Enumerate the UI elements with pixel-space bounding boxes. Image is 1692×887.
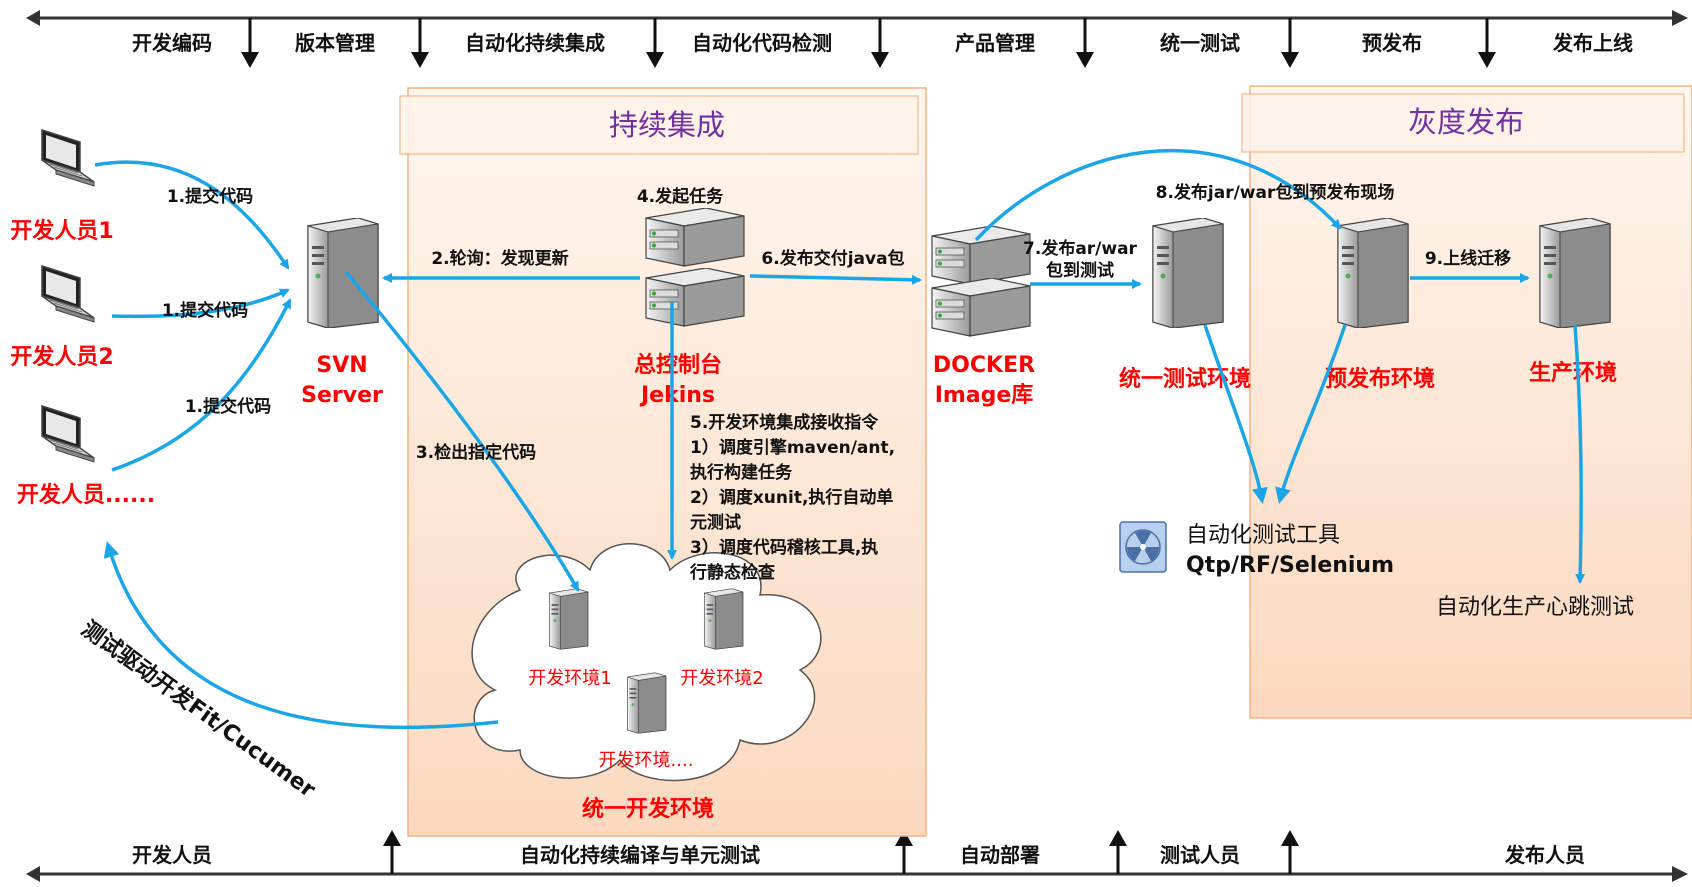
stage-label-product: 产品管理: [955, 31, 1035, 55]
dev2-label: 开发人员2: [10, 344, 113, 370]
bottom-divider-arrow-1: [383, 830, 401, 846]
instruction-line-2: 1）调度引擎maven/ant,: [690, 437, 895, 458]
laptop-icon-dev2: [41, 265, 95, 323]
jenkins-label-2: Jekins: [639, 383, 715, 408]
bottom-divider-arrow-3: [1109, 830, 1127, 846]
laptop-icon-devn: [41, 405, 95, 463]
bottom-role-dividers: [383, 830, 1299, 874]
top-divider-arrow-4: [871, 52, 889, 68]
pre-env-to-tool-arrow: [1275, 324, 1347, 504]
stage-label-test: 统一测试: [1160, 31, 1240, 55]
prod-env-server-icon: [1539, 218, 1611, 328]
commit-arrow-3: [111, 298, 292, 472]
pre-env-label: 预发布环境: [1325, 366, 1435, 392]
svn-server-icon: [307, 218, 379, 328]
role-label-tester: 测试人员: [1160, 843, 1240, 867]
checkout-arrow: [344, 270, 580, 592]
role-label-deploy: 自动部署: [960, 843, 1040, 867]
test-env-label: 统一测试环境: [1119, 366, 1251, 392]
checkout-label: 3.检出指定代码: [416, 442, 536, 463]
jenkins-label-1: 总控制台: [634, 352, 722, 378]
pre-env-server-icon: [1337, 218, 1409, 328]
prod-to-heartbeat-arrow: [1573, 324, 1586, 584]
top-axis-left-arrow: [26, 10, 40, 26]
go-live-label: 9.上线迁移: [1425, 248, 1511, 269]
publish-test-label-1: 7.发布ar/war: [1023, 238, 1138, 259]
devn-label: 开发人员......: [17, 482, 155, 508]
instruction-line-6: 3）调度代码稽核工具,执: [690, 537, 878, 558]
stage-label-code-check: 自动化代码检测: [692, 31, 832, 55]
ci-zone-title: 持续集成: [609, 108, 725, 142]
top-divider-arrow-5: [1076, 52, 1094, 68]
top-stage-dividers: [241, 18, 1496, 68]
bottom-divider-arrow-4: [1281, 830, 1299, 846]
commit-label-1: 1.提交代码: [167, 186, 253, 207]
auto-test-tool-label: 自动化测试工具: [1186, 523, 1340, 548]
docker-server-icon-bottom: [931, 278, 1031, 337]
stage-label-prerelease: 预发布: [1362, 31, 1422, 55]
heartbeat-test-label: 自动化生产心跳测试: [1436, 595, 1634, 620]
stage-label-ci: 自动化持续集成: [465, 31, 605, 55]
instruction-line-3: 执行构建任务: [690, 462, 793, 483]
commit-label-2: 1.提交代码: [162, 300, 248, 321]
instruction-line-7: 行静态检查: [689, 562, 776, 583]
unified-dev-env-label: 统一开发环境: [582, 796, 714, 822]
jenkins-server-icon-top: [645, 208, 745, 267]
gray-zone-title: 灰度发布: [1408, 105, 1524, 139]
stage-label-version: 版本管理: [295, 31, 375, 55]
laptop-icon-dev1: [41, 129, 95, 187]
bottom-divider-arrow-2: [895, 830, 913, 846]
dev1-label: 开发人员1: [10, 218, 113, 244]
auto-test-tool-names: Qtp/RF/Selenium: [1186, 553, 1394, 578]
docker-label-2: Image库: [935, 383, 1034, 408]
jenkins-task-label: 4.发起任务: [637, 186, 724, 207]
dev-env1-label: 开发环境1: [528, 668, 611, 689]
docker-label-1: DOCKER: [933, 353, 1035, 378]
deliver-arrow: [749, 274, 922, 285]
test-env-to-tool-arrow: [1203, 324, 1268, 504]
publish-test-label-2: 包到测试: [1046, 260, 1114, 281]
top-divider-arrow-7: [1478, 52, 1496, 68]
publish-pre-label: 8.发布jar/war包到预发布现场: [1156, 182, 1395, 203]
publish-pre-arrow: [974, 149, 1342, 242]
commit-arrow-2: [111, 288, 290, 319]
gray-release-zone: 灰度发布: [1241, 85, 1692, 719]
test-env-server-icon: [1152, 218, 1224, 328]
top-axis-right-arrow: [1672, 10, 1688, 26]
commit-arrow-1: [94, 160, 290, 270]
tdd-arrow: [103, 541, 499, 730]
dev-env2-label: 开发环境2: [680, 668, 763, 689]
bottom-axis-right-arrow: [1672, 866, 1688, 882]
deliver-label: 6.发布交付java包: [761, 248, 904, 269]
jenkins-server-icon-bottom: [645, 268, 745, 327]
instruction-line-4: 2）调度xunit,执行自动单: [690, 487, 893, 508]
svn-label-2: Server: [301, 383, 383, 408]
instruction-line-1: 5.开发环境集成接收指令: [690, 412, 879, 433]
top-divider-arrow-2: [411, 52, 429, 68]
role-label-release: 发布人员: [1504, 843, 1585, 867]
stage-label-coding: 开发编码: [132, 31, 212, 55]
top-divider-arrow-6: [1281, 52, 1299, 68]
poll-label: 2.轮询：发现更新: [431, 248, 568, 269]
dev-env2-server-icon: [703, 588, 744, 650]
bottom-axis-left-arrow: [26, 866, 40, 882]
dev-envn-label: 开发环境....: [599, 750, 694, 771]
radiation-icon: [1119, 521, 1167, 573]
tdd-label: 测试驱动开发Fit/Cucumer: [76, 616, 320, 803]
commit-label-3: 1.提交代码: [185, 396, 271, 417]
stage-label-release: 发布上线: [1552, 31, 1633, 55]
svn-label-1: SVN: [316, 353, 367, 378]
role-label-dev: 开发人员: [132, 843, 212, 867]
dev-env1-server-icon: [548, 588, 589, 650]
instruction-line-5: 元测试: [690, 512, 741, 533]
top-divider-arrow-3: [646, 52, 664, 68]
prod-env-label: 生产环境: [1529, 360, 1617, 386]
role-label-ci: 自动化持续编译与单元测试: [520, 843, 760, 867]
top-divider-arrow-1: [241, 52, 259, 68]
dev-envn-server-icon: [626, 672, 667, 734]
